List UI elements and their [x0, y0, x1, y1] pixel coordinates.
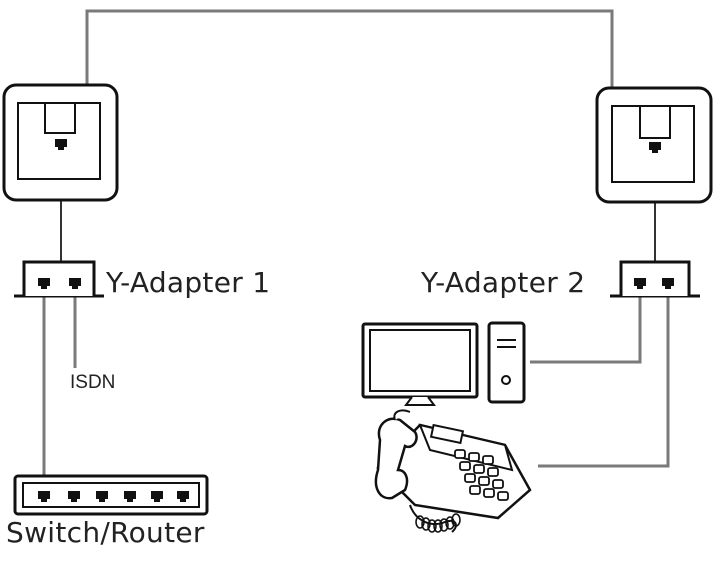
cable-adapter2-computer [530, 294, 642, 364]
adapter2-label: Y-Adapter 2 [421, 266, 586, 299]
switch-label: Switch/Router [6, 516, 205, 549]
wall-socket-icon [595, 86, 713, 204]
telephone-icon [374, 409, 532, 533]
y-adapter-icon [610, 260, 700, 298]
y-adapter-icon [14, 260, 104, 298]
adapter1-label: Y-Adapter 1 [106, 266, 271, 299]
cable-adapter2-phone [538, 294, 670, 468]
network-switch-icon [13, 474, 209, 516]
cables [42, 9, 670, 495]
wall-socket-icon [2, 83, 119, 202]
desktop-computer-icon [361, 321, 526, 406]
isdn-label: ISDN [70, 372, 116, 393]
cable-between-sockets [85, 9, 614, 88]
